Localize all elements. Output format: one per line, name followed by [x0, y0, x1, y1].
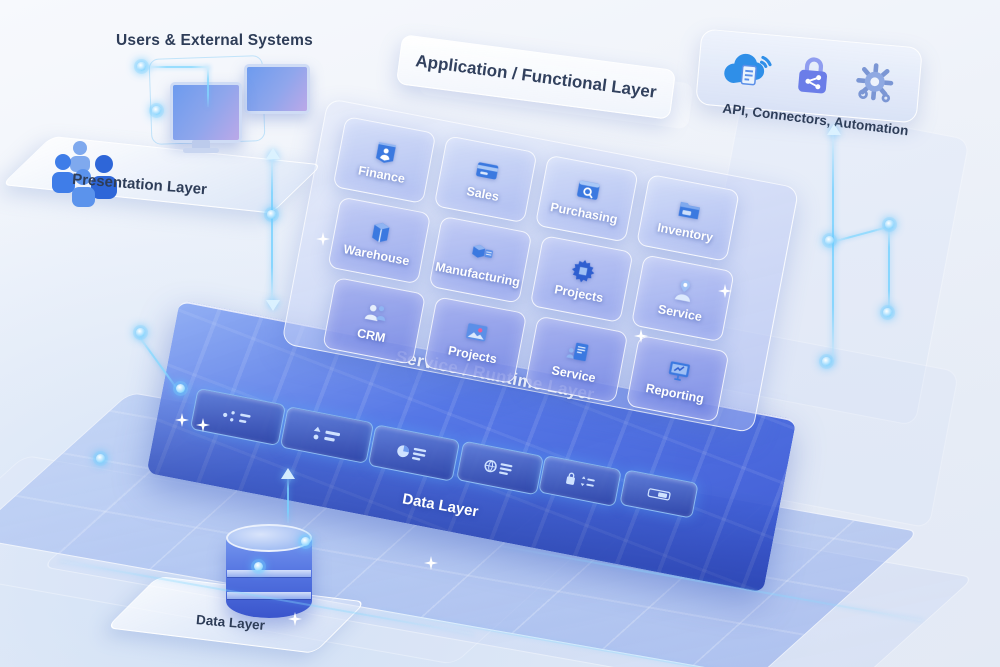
toggle-icon	[628, 477, 689, 511]
lock-sort-icon	[548, 463, 612, 499]
users-group-icon	[48, 136, 156, 210]
integration-card	[695, 28, 923, 124]
module-tile-sales: Sales	[433, 135, 538, 224]
service-doc-person-icon	[562, 336, 594, 367]
service-box-2	[279, 405, 375, 465]
finance-wallet-icon	[370, 136, 402, 167]
service-box-1	[189, 387, 287, 447]
database-band	[227, 570, 311, 577]
connector-node-icon	[136, 328, 145, 337]
connector-line	[888, 226, 890, 312]
database-top	[226, 524, 312, 552]
service-box-4	[455, 440, 545, 496]
users-heading: Users & External Systems	[116, 32, 313, 49]
sales-card-icon	[471, 156, 503, 187]
connector-node-icon	[137, 62, 146, 71]
module-tile-inventory: Inventory	[636, 173, 740, 262]
connector-line	[148, 66, 210, 68]
module-tile-service-2: Service	[524, 315, 629, 404]
connector-line	[271, 156, 273, 304]
module-tile-label: CRM	[356, 325, 387, 345]
module-tile-label: Projects	[447, 342, 499, 366]
module-tile-service: Service	[630, 254, 735, 343]
connector-node-icon	[176, 384, 185, 393]
pie-list-icon	[378, 433, 449, 473]
connector-line	[207, 67, 209, 107]
module-tile-label: Projects	[553, 281, 605, 305]
module-tile-finance: Finance	[332, 116, 437, 204]
service-pin-person-icon	[668, 275, 700, 306]
connector-node-icon	[885, 220, 894, 229]
monitor-stand	[192, 140, 210, 149]
connector-node-icon	[301, 537, 310, 546]
secure-connector-icon	[788, 51, 838, 101]
arrow-up-icon	[827, 124, 841, 135]
projects-chart-icon	[461, 316, 493, 347]
crm-people-icon	[360, 297, 392, 328]
connector-node-icon	[152, 106, 161, 115]
module-tile-crm: CRM	[322, 276, 427, 365]
module-tile-purchasing: Purchasing	[534, 154, 639, 243]
module-tile-label: Purchasing	[549, 199, 619, 227]
inventory-folder-icon	[673, 194, 705, 225]
connector-node-icon	[96, 454, 105, 463]
module-tile-reporting: Reporting	[625, 334, 730, 423]
cloud-sync-icon	[718, 41, 777, 100]
monitor-base	[183, 148, 219, 153]
database-cylinder-icon	[226, 524, 312, 618]
module-tile-label: Service	[550, 362, 597, 385]
module-tile-label: Service	[656, 301, 704, 324]
module-tile-manufacturing: Manufacturing	[428, 215, 533, 304]
reporting-monitor-icon	[663, 355, 695, 386]
globe-list-icon	[466, 449, 534, 487]
monitor-icon	[170, 82, 242, 143]
service-box-3	[367, 424, 461, 482]
module-tile-label: Finance	[357, 162, 407, 186]
module-tile-warehouse: Warehouse	[327, 196, 432, 285]
connector-node-icon	[822, 357, 831, 366]
projects-burst-icon	[567, 255, 599, 286]
circuit-nodes-icon	[201, 397, 275, 438]
automation-gear-icon	[850, 57, 900, 107]
connector-node-icon	[267, 210, 276, 219]
service-box-6	[619, 469, 699, 519]
arrow-up-icon	[266, 148, 280, 159]
monitor-icon	[244, 64, 310, 114]
module-tile-label: Inventory	[656, 219, 715, 245]
manufacturing-box-icon	[466, 236, 498, 267]
database-band	[227, 592, 311, 599]
arrow-down-icon	[266, 300, 280, 311]
service-box-5	[538, 454, 622, 508]
module-tile-projects-2: Projects	[423, 296, 528, 385]
connector-line	[832, 132, 834, 364]
flow-chart-icon	[291, 415, 364, 456]
warehouse-box-icon	[365, 217, 397, 248]
connector-node-icon	[825, 236, 834, 245]
connector-node-icon	[254, 562, 263, 571]
module-tile-projects: Projects	[529, 235, 634, 324]
connector-line	[287, 477, 289, 523]
module-tile-label: Reporting	[644, 380, 706, 406]
connector-node-icon	[883, 308, 892, 317]
module-tile-label: Sales	[465, 183, 501, 204]
module-tile-label: Warehouse	[342, 241, 411, 268]
arrow-up-icon	[281, 468, 295, 479]
purchasing-window-icon	[572, 175, 604, 206]
